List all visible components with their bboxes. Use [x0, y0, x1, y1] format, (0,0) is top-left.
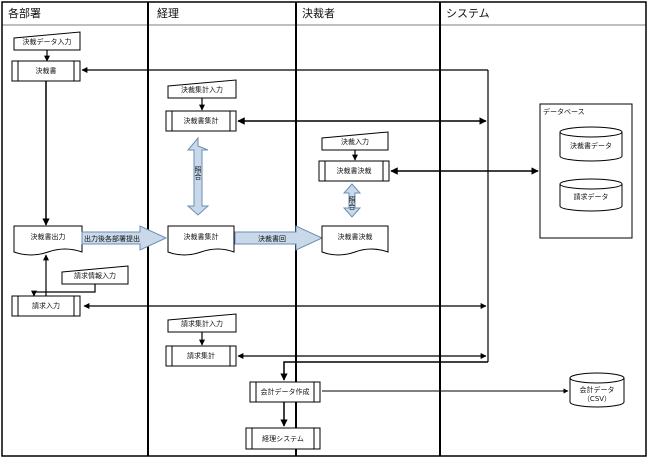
edge-label-shougo-1: 照合 — [194, 166, 202, 181]
process-box — [165, 345, 237, 367]
process-box — [245, 427, 321, 450]
block-arrow — [81, 225, 168, 251]
arrow — [280, 361, 488, 381]
document-shape — [13, 225, 83, 256]
lane-title-departments: 各部署 — [8, 6, 41, 20]
manual-input-shape — [167, 313, 237, 333]
lane-title-approver: 決裁者 — [302, 7, 335, 20]
manual-input-shape — [167, 79, 237, 99]
node-kessaisho-output: 決裁書出力 — [31, 232, 66, 241]
node-kessaisho-data: 決裁書データ — [570, 141, 612, 150]
process-box — [165, 110, 237, 132]
node-seikyuu-data: 請求データ — [574, 192, 609, 201]
database-title: データベース — [543, 107, 585, 116]
database-cylinder — [569, 378, 625, 408]
node-kessaisho: 決裁書 — [36, 66, 57, 75]
process-box — [249, 381, 321, 403]
arrow — [31, 284, 96, 297]
database-group — [539, 103, 633, 239]
manual-input-shape — [61, 265, 129, 285]
document-shape — [321, 225, 389, 256]
database-cylinder — [559, 184, 623, 212]
node-kaikei-data-line2: （CSV） — [583, 395, 611, 403]
node-kessaisho-shuukei: 決裁書集計 — [184, 116, 219, 125]
node-kessaisho-kessai: 決裁書決裁 — [337, 166, 372, 175]
node-seikyuu-input: 請求入力 — [32, 301, 60, 310]
lane-title-accounting: 経理 — [157, 7, 179, 20]
edge-label-shougo-2: 照合 — [348, 196, 356, 211]
lane-title-system: システム — [446, 7, 490, 20]
node-kessaisho-shuukei-doc: 決裁書集計 — [184, 232, 219, 241]
node-kessai-input: 決裁入力 — [341, 137, 369, 146]
manual-input-shape — [13, 31, 81, 51]
document-shape — [167, 225, 235, 256]
node-kessai-data-input: 決裁データ入力 — [23, 37, 72, 46]
node-seikyuu-shuukei-input: 請求集計入力 — [181, 319, 223, 328]
block-arrow — [234, 225, 324, 251]
process-box — [318, 160, 390, 182]
node-kessaisho-kessai-doc: 決裁書決裁 — [338, 232, 373, 241]
node-keiri-system: 経理システム — [262, 434, 304, 443]
node-kaikei-data-line1: 会計データ — [580, 385, 615, 394]
node-seikyuu-shuukei: 請求集計 — [187, 351, 215, 360]
block-arrow — [186, 136, 210, 216]
node-seikyuu-joho-input: 請求情報入力 — [74, 271, 116, 280]
block-arrow — [342, 183, 362, 218]
manual-input-shape — [321, 131, 389, 151]
edge-label-output-dept: 出力後各部署提出 — [84, 234, 140, 243]
node-kessai-shuukei-input: 決裁集計入力 — [181, 85, 223, 94]
node-kaikei-data-sakusei: 会計データ作成 — [261, 387, 310, 396]
edge-label-kessai: 決裁書回 — [258, 234, 286, 243]
database-cylinder — [559, 132, 623, 162]
